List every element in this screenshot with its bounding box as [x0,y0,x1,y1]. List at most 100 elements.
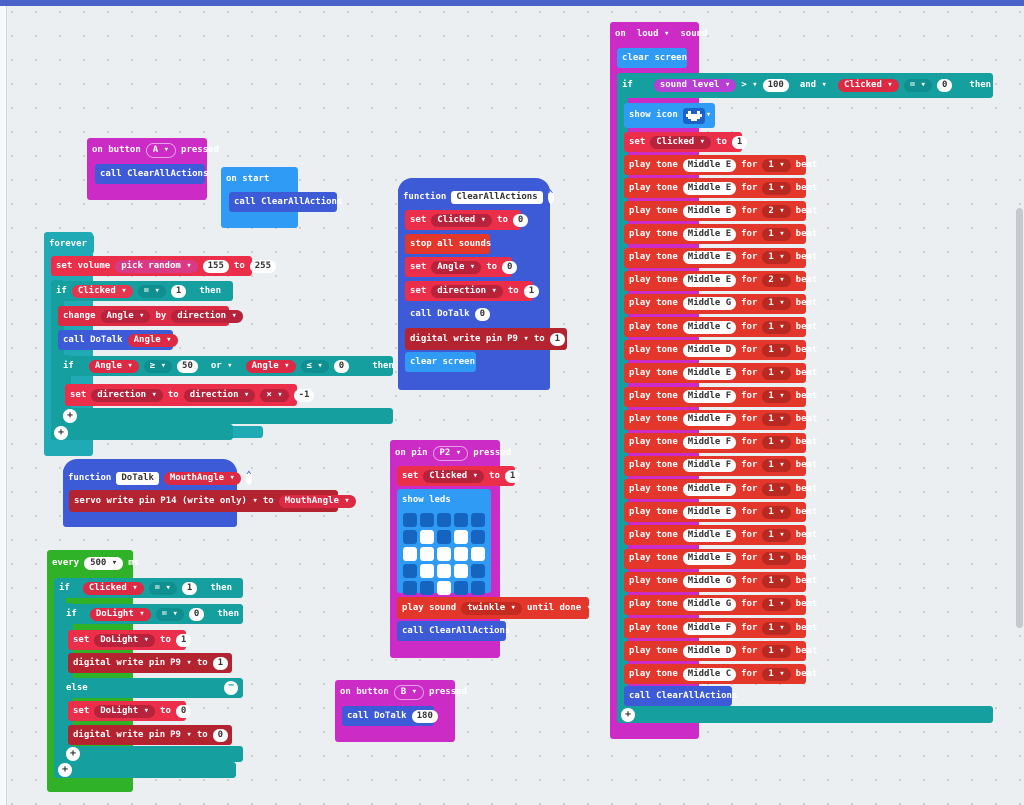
led-cell[interactable] [420,513,434,527]
function-name-input[interactable]: ClearAllActions [451,190,543,204]
led-cell[interactable] [454,530,468,544]
lte-operator[interactable]: ≤ [300,359,329,373]
led-cell[interactable] [420,581,434,595]
led-cell[interactable] [403,581,417,595]
pin-dropdown[interactable]: P9 [170,730,192,740]
note-input[interactable]: Middle E [682,274,737,288]
note-input[interactable]: Middle D [682,343,737,357]
direction-variable[interactable]: direction [431,284,503,298]
beat-count-dropdown[interactable]: 1 [762,227,791,241]
pin-dropdown[interactable]: P14 (write only) [160,496,258,506]
beat-count-dropdown[interactable]: 1 [762,528,791,542]
beat-count-dropdown[interactable]: 1 [762,667,791,681]
beat-count-dropdown[interactable]: 1 [762,181,791,195]
led-cell[interactable] [454,581,468,595]
note-input[interactable]: Middle G [682,598,737,612]
led-cell[interactable] [403,513,417,527]
interval-dropdown[interactable]: 500 [84,556,124,570]
beat-count-dropdown[interactable]: 1 [762,158,791,172]
angle-variable[interactable]: Angle [245,359,296,373]
note-input[interactable]: Middle F [682,459,737,473]
note-input[interactable]: Middle E [682,251,737,265]
beat-count-dropdown[interactable]: 1 [762,436,791,450]
value-input[interactable]: 100 [762,79,789,92]
angle-variable[interactable]: Angle [100,309,151,323]
led-cell[interactable] [471,513,485,527]
led-cell[interactable] [471,581,485,595]
random-max-input[interactable]: 255 [249,259,277,273]
mouthangle-param[interactable]: MouthAngle [163,471,241,485]
note-input[interactable]: Middle E [682,366,737,380]
led-cell[interactable] [420,564,434,578]
beat-count-dropdown[interactable]: 1 [762,297,791,311]
clicked-variable[interactable]: Clicked [431,213,493,227]
collapse-icon[interactable]: ⌃ [547,190,554,204]
add-else-icon[interactable]: + [58,763,72,777]
beat-count-dropdown[interactable]: 1 [762,552,791,566]
beat-count-dropdown[interactable]: 1 [762,505,791,519]
note-input[interactable]: Middle C [682,667,737,681]
note-input[interactable]: Middle F [682,390,737,403]
beat-count-dropdown[interactable]: 1 [762,390,791,403]
beat-count-dropdown[interactable]: 1 [762,459,791,473]
led-cell[interactable] [471,530,485,544]
dolight-variable[interactable]: DoLight [94,704,156,718]
beat-count-dropdown[interactable]: 1 [762,343,791,357]
add-else-icon[interactable]: + [54,426,68,440]
note-input[interactable]: Middle E [682,505,737,519]
angle-argument[interactable]: Angle [127,333,178,347]
beat-count-dropdown[interactable]: 1 [762,251,791,265]
pick-random-block[interactable]: pick random [115,259,198,273]
beat-count-dropdown[interactable]: 1 [762,644,791,658]
value-input[interactable]: 1 [731,135,748,149]
collapse-icon[interactable]: ⌃ [245,471,252,485]
clicked-variable[interactable]: Clicked [71,284,133,298]
led-cell[interactable] [471,564,485,578]
value-input[interactable]: 0 [188,607,205,621]
note-input[interactable]: Middle G [682,575,737,589]
value-input[interactable]: 1 [170,284,187,298]
led-cell[interactable] [437,581,451,595]
direction-variable[interactable]: direction [171,309,243,323]
note-input[interactable]: Middle F [682,482,737,496]
add-else-icon[interactable]: + [63,409,77,423]
clicked-variable[interactable]: Clicked [837,79,899,92]
call-dotalk[interactable]: call DoTalk [63,334,123,345]
until-done-dropdown[interactable]: until done [527,603,592,613]
equals-operator[interactable]: = [148,581,177,595]
led-cell[interactable] [403,564,417,578]
value-input[interactable]: 0 [212,728,229,742]
beat-count-dropdown[interactable]: 1 [762,621,791,635]
beat-count-dropdown[interactable]: 2 [762,204,791,218]
equals-operator[interactable]: = [155,607,184,621]
random-min-input[interactable]: 155 [202,259,229,273]
dolight-variable[interactable]: DoLight [89,607,151,621]
note-input[interactable]: Middle G [682,297,737,311]
stop-all-sounds[interactable]: stop all sounds [410,238,492,249]
note-input[interactable]: Middle F [682,413,737,427]
led-cell[interactable] [437,513,451,527]
value-input[interactable]: 1 [549,332,566,346]
mouthangle-argument[interactable]: MouthAngle [278,494,356,508]
value-input[interactable]: 1 [175,633,192,647]
led-cell[interactable] [420,547,434,561]
value-input[interactable]: -1 [293,388,315,402]
led-cell[interactable] [437,530,451,544]
dolight-variable[interactable]: DoLight [94,633,156,647]
led-cell[interactable] [471,547,485,561]
beat-count-dropdown[interactable]: 1 [762,575,791,589]
add-else-icon[interactable]: + [621,708,635,722]
note-input[interactable]: Middle E [682,227,737,241]
